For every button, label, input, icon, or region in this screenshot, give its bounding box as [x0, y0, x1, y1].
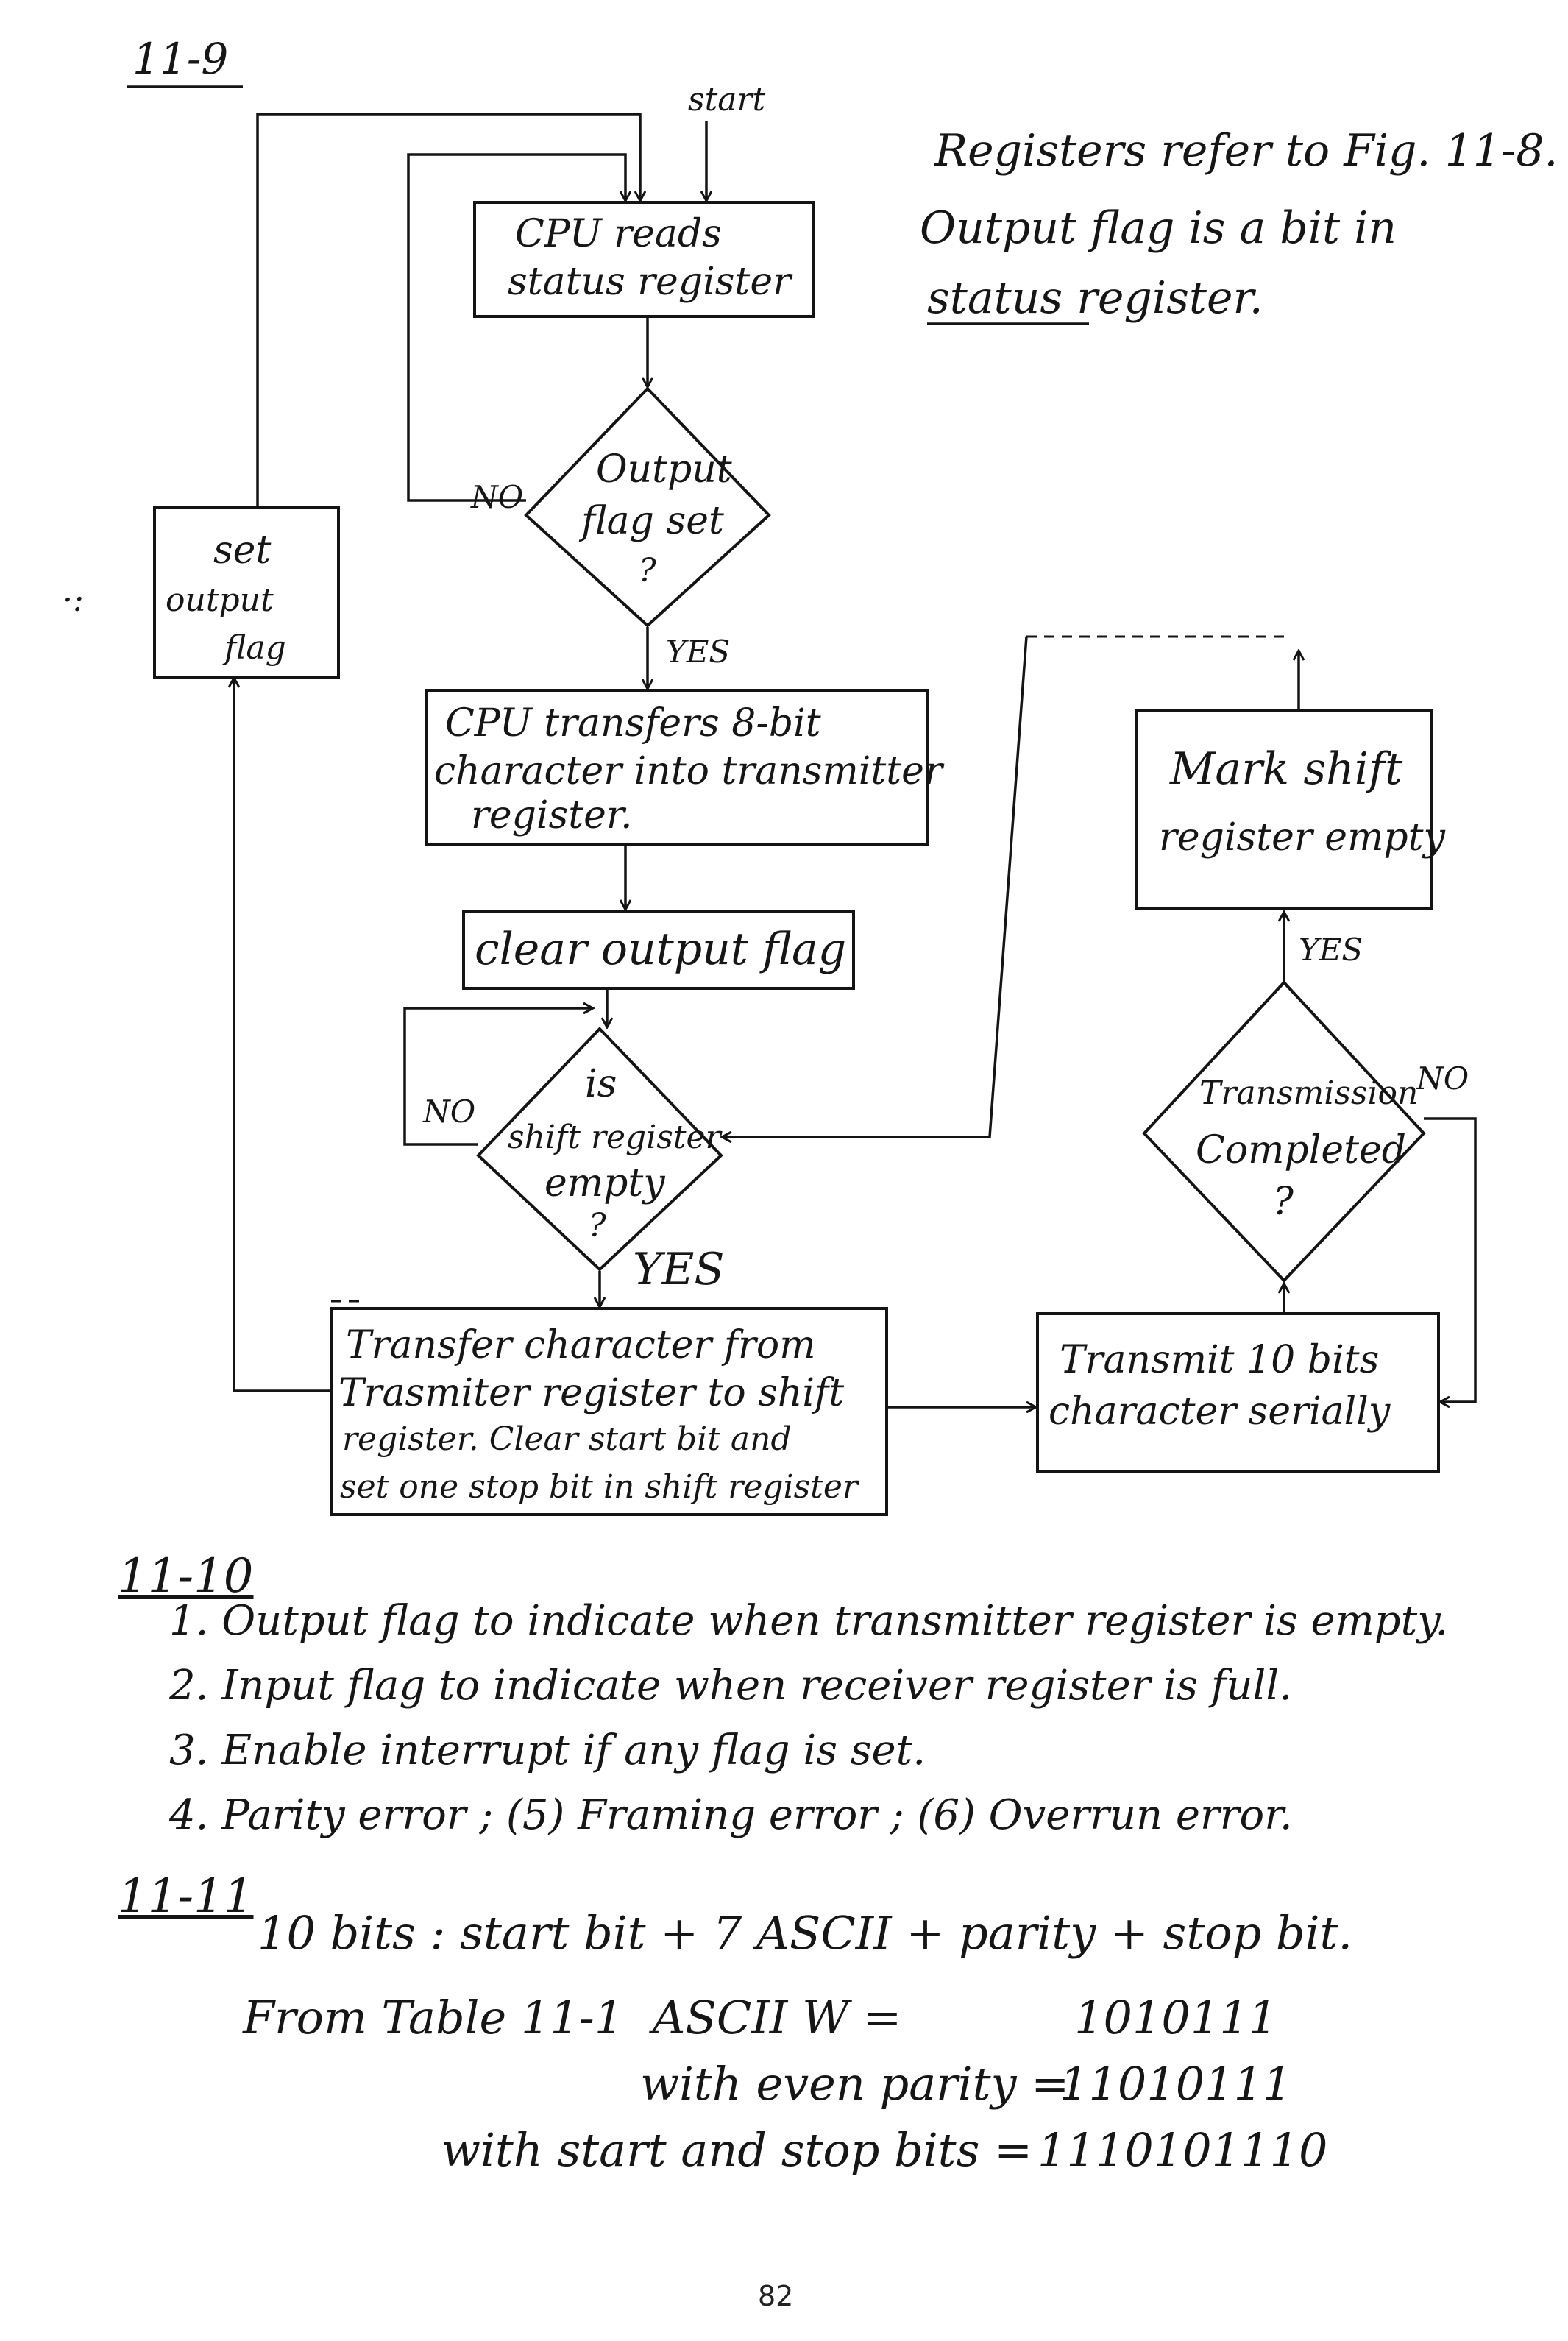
output-flag-text-2: flag set: [578, 499, 724, 543]
note-line-1: Registers refer to Fig. 11-8.: [934, 125, 1558, 177]
shift-empty-text-3: empty: [544, 1161, 665, 1205]
transmission-text-3: ?: [1273, 1180, 1294, 1224]
transmission-no-loop: [1424, 1117, 1477, 1402]
answer-11-11-line-3-label: with even parity =: [640, 2057, 1070, 2111]
transfer-8bit-text-3: register.: [471, 793, 633, 837]
transmit-text-1: Transmit 10 bits: [1060, 1338, 1379, 1382]
answer-11-10-item-1: 1. Output flag to indicate when transmit…: [169, 1597, 1449, 1645]
shift-empty-no-loop: [403, 1008, 592, 1146]
answer-11-11-line-2-label: From Table 11-1 ASCII W =: [243, 1991, 902, 2044]
transmission-text-2: Completed: [1196, 1128, 1406, 1172]
stray-mark: ·:: [63, 581, 84, 619]
answer-11-11-line-3-value: 11010111: [1060, 2057, 1292, 2111]
output-flag-text-3: ?: [639, 552, 656, 589]
read-status-box: [473, 201, 815, 318]
output-flag-diamond: [524, 386, 771, 628]
answer-11-11-line-4-label: with start and stop bits =: [441, 2123, 1033, 2177]
shift-empty-text-2: shift register: [508, 1119, 723, 1156]
section-11-9-title: 11-9: [132, 34, 228, 84]
read-status-text-1: CPU reads: [515, 212, 722, 256]
page-number: 82: [758, 2280, 794, 2312]
transfer-to-shift-text-1: Transfer character from: [346, 1323, 816, 1367]
flowchart: 11-9 Registers refer to Fig. 11-8. Outpu…: [63, 34, 1558, 1516]
set-flag-to-read-line: [256, 113, 640, 508]
transfer-to-shift-box: [330, 1307, 888, 1516]
transmission-yes-label: YES: [1299, 932, 1363, 968]
transfer-to-set-flag-line: [234, 679, 331, 1392]
transfer-to-shift-text-3: register. Clear start bit and: [342, 1420, 792, 1458]
mark-empty-text-1: Mark shift: [1169, 743, 1403, 795]
answer-11-10-item-3: 3. Enable interrupt if any flag is set.: [169, 1726, 926, 1774]
note-line-3: status register.: [927, 272, 1263, 324]
set-output-flag-text-1: set: [213, 528, 271, 573]
set-output-flag-box: [153, 506, 340, 679]
shift-empty-text-1: is: [585, 1062, 617, 1106]
section-11-10-title: 11-10: [118, 1549, 254, 1604]
section-11-11-title: 11-11: [118, 1869, 254, 1924]
clear-flag-box: [462, 910, 855, 990]
output-flag-no-label: NO: [470, 479, 523, 515]
read-status-text-2: status register: [508, 260, 793, 304]
mark-empty-text-2: register empty: [1159, 815, 1446, 860]
transfer-to-shift-text-2: Trasmiter register to shift: [338, 1371, 844, 1415]
transfer-8bit-box: [425, 689, 929, 846]
start-label: start: [688, 81, 766, 118]
shift-empty-diamond: [476, 1027, 723, 1272]
answer-11-11-line-1: 10 bits : start bit + 7 ASCII + parity +…: [258, 1906, 1353, 1960]
transfer-8bit-text-1: CPU transfers 8-bit: [445, 701, 821, 745]
clear-flag-text: clear output flag: [475, 924, 846, 975]
mark-empty-box: [1135, 709, 1433, 910]
output-flag-yes-label: YES: [666, 634, 730, 670]
output-flag-text-1: Output: [596, 447, 732, 492]
output-flag-no-loop: [407, 153, 625, 502]
set-output-flag-text-2: output: [166, 581, 274, 619]
transmit-text-2: character serially: [1049, 1389, 1391, 1434]
shift-empty-text-4: ?: [589, 1207, 606, 1244]
shift-empty-no-label: NO: [422, 1094, 475, 1130]
transmission-text-1: Transmission: [1199, 1074, 1418, 1112]
answer-11-11-line-4-value: 1110101110: [1037, 2123, 1328, 2177]
shift-empty-yes-label: YES: [633, 1244, 725, 1295]
note-line-2: Output flag is a bit in: [920, 202, 1397, 254]
answer-11-11-line-2-value: 1010111: [1074, 1991, 1278, 2044]
transmission-diamond: [1142, 980, 1426, 1283]
transfer-to-shift-text-4: set one stop bit in shift register: [340, 1468, 860, 1506]
return-line-to-shift: [723, 636, 1028, 1137]
answer-11-10-item-2: 2. Input flag to indicate when receiver …: [169, 1662, 1293, 1710]
transmit-box: [1036, 1312, 1440, 1473]
transmission-no-label: NO: [1416, 1060, 1469, 1097]
set-output-flag-text-3: flag: [222, 629, 286, 667]
answer-11-10-item-4: 4. Parity error ; (5) Framing error ; (6…: [169, 1791, 1293, 1839]
transfer-8bit-text-2: character into transmitter: [434, 749, 945, 793]
